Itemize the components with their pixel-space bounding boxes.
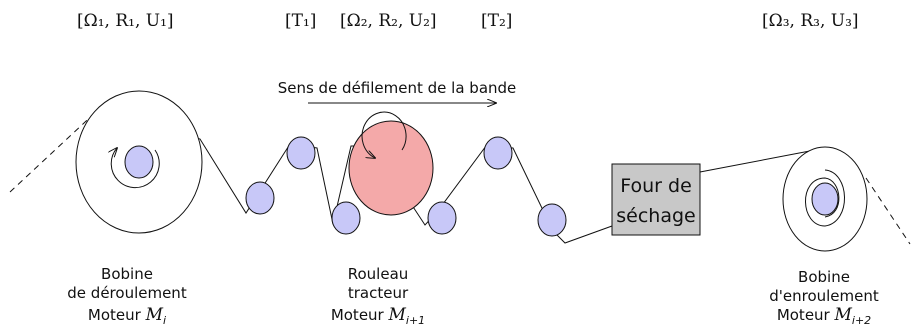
web-exit-dashed [865, 177, 911, 245]
label-omega1-r1-u1: [Ω₁, R₁, U₁] [77, 11, 174, 31]
web-entry-dashed [9, 109, 99, 193]
drying-oven: Four de séchage [611, 163, 701, 236]
unwinder-motor-label: Moteur Mi [88, 305, 166, 327]
tractor-roller-circle [348, 120, 434, 216]
label-omega2-r2-u2: [Ω₂, R₂, U₂] [340, 11, 437, 31]
idler-roller-3 [331, 201, 361, 235]
unwinder-label-line2: de déroulement [67, 284, 187, 302]
winder-motor-label: Moteur Mi+2 [777, 305, 871, 327]
label-omega3-r3-u3: [Ω₃, R₃, U₃] [762, 11, 859, 31]
drying-oven-label-line2: séchage [616, 205, 695, 227]
drying-oven-label-line1: Four de [620, 175, 692, 197]
drying-oven-box [611, 163, 701, 236]
unwinder-label-line1: Bobine [101, 265, 153, 283]
idler-roller-4 [427, 201, 457, 235]
idler-roller-1 [245, 181, 275, 215]
tractor-label-line2: tracteur [348, 284, 409, 302]
winder-core [811, 182, 839, 216]
tractor-roller [348, 111, 434, 216]
winder-spiral [805, 169, 845, 227]
web-to-winder [699, 149, 816, 173]
tractor-rotation-arrow [361, 111, 407, 158]
idler-roller-6 [537, 203, 567, 237]
label-t2: [T₂] [481, 11, 512, 31]
winder-spool [782, 146, 868, 252]
direction-label: Sens de défilement de la bande [278, 79, 517, 97]
unwinder-core [124, 145, 154, 179]
tractor-label-line1: Rouleau [348, 265, 409, 283]
unwinder-spool [75, 90, 203, 234]
label-t1: [T₁] [285, 11, 316, 31]
winder-label-line1: Bobine [798, 268, 850, 286]
tractor-motor-label: Moteur Mi+1 [331, 305, 425, 327]
winder-label-line2: d'enroulement [769, 287, 879, 305]
idler-roller-5 [483, 136, 513, 170]
unwinder-rotation-arrow [111, 148, 160, 189]
idler-roller-2 [286, 136, 316, 170]
